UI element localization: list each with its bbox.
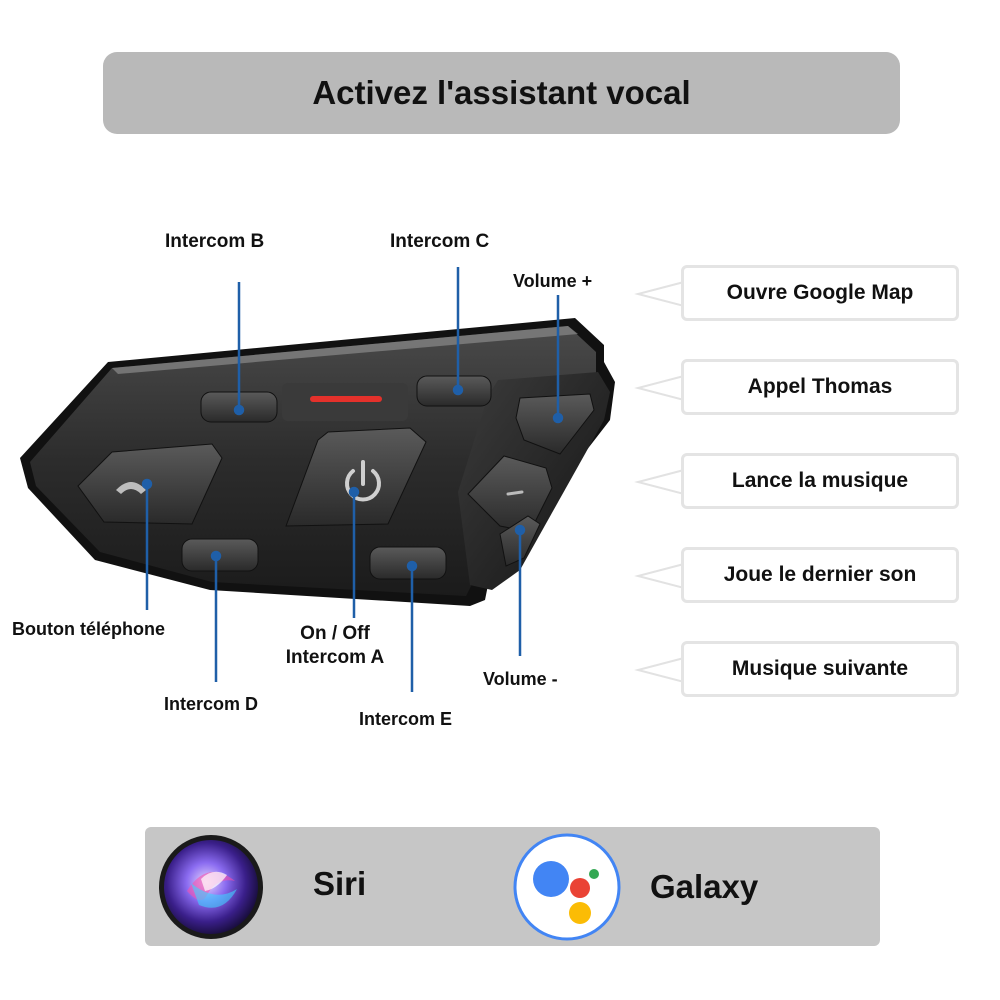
label-intercom-c: Intercom C	[390, 231, 490, 252]
command-box: Lance la musique	[681, 453, 959, 509]
label-volume-plus: Volume +	[513, 271, 593, 291]
label-intercom-a: Intercom A	[285, 647, 385, 668]
command-box: Joue le dernier son	[681, 547, 959, 603]
phone-handset-icon	[116, 482, 146, 494]
title-banner: Activez l'assistant vocal	[103, 52, 900, 134]
galaxy-label: Galaxy	[650, 868, 759, 905]
command-arrow	[634, 468, 685, 496]
power-button	[285, 427, 427, 527]
callout-lines	[141, 267, 564, 692]
label-intercom-d: Intercom D	[164, 694, 259, 714]
label-on-off: On / Off	[300, 623, 370, 644]
volume-plus-button	[515, 393, 595, 455]
command-arrow	[634, 562, 685, 590]
command-box: Appel Thomas	[681, 359, 959, 415]
siri-orb-icon	[159, 835, 263, 939]
command-box: Ouvre Google Map	[681, 265, 959, 321]
status-led	[310, 396, 382, 402]
command-box: Musique suivante	[681, 641, 959, 697]
google-assistant-dots-icon	[513, 833, 621, 941]
label-volume-minus: Volume -	[483, 669, 558, 689]
command-arrow	[634, 374, 685, 402]
voice-assistant-bar: Siri Galaxy	[145, 827, 880, 946]
command-arrow	[634, 280, 685, 308]
device-buttons	[77, 375, 595, 580]
siri-label: Siri	[313, 865, 367, 902]
power-icon	[345, 460, 381, 502]
label-phone-button: Bouton téléphone	[12, 619, 165, 639]
label-intercom-b: Intercom B	[165, 231, 265, 252]
command-arrows	[634, 280, 685, 684]
page-title: Activez l'assistant vocal	[312, 74, 691, 111]
label-intercom-e: Intercom E	[359, 709, 453, 729]
command-arrow	[634, 656, 685, 684]
